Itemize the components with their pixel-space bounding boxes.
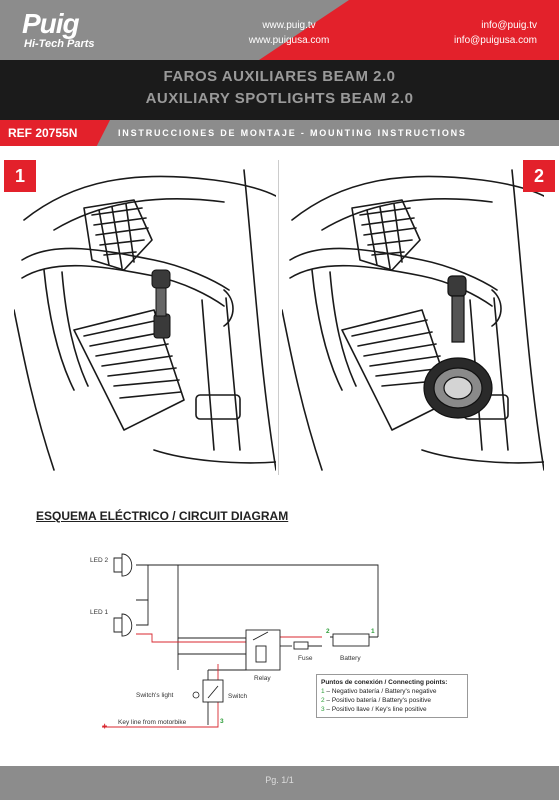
footer-band: Pg. 1/1 (0, 766, 559, 800)
legend-item: 2 – Positivo batería / Battery's positiv… (321, 697, 431, 704)
legend-item: 3 – Positivo llave / Key's line positive (321, 706, 427, 713)
legend-heading: Puntos de conexión / Connecting points: (321, 679, 448, 686)
led-2-label: LED 2 (90, 557, 108, 564)
email-link-2[interactable]: info@puigusa.com (454, 35, 537, 46)
circuit-diagram-title: ESQUEMA ELÉCTRICO / CIRCUIT DIAGRAM (36, 509, 289, 523)
switch-label: Switch (228, 693, 248, 700)
switch-light-icon (192, 691, 200, 699)
step-1-illustration (14, 169, 276, 471)
battery-icon (332, 633, 370, 647)
connecting-points-legend: Puntos de conexión / Connecting points: … (316, 674, 468, 718)
circuit-diagram: LED 2 LED 1 Relay Fuse Battery 2 1 Switc… (90, 553, 379, 731)
step-1-badge: 1 (4, 160, 36, 192)
email-link-1[interactable]: info@puig.tv (481, 20, 537, 31)
connector-1-label: 1 (371, 628, 375, 635)
led-1-label: LED 1 (90, 609, 108, 616)
connector-2-label: 2 (326, 628, 330, 635)
step-2-illustration (282, 169, 544, 471)
logo-tagline: Hi-Tech Parts (24, 38, 95, 50)
switch-light-label: Switch's light (136, 692, 174, 699)
fuse-label: Fuse (298, 655, 313, 662)
website-link-1[interactable]: www.puig.tv (262, 20, 316, 31)
battery-label: Battery (340, 655, 361, 662)
plus-sign: + (102, 721, 107, 731)
connector-3-label: 3 (220, 718, 224, 725)
email-links: info@puig.tv info@puigusa.com (454, 18, 537, 48)
fuse-icon (293, 641, 309, 650)
step-2-badge: 2 (523, 160, 555, 192)
page-number: Pg. 1/1 (265, 775, 294, 785)
puig-logo: Puig Hi-Tech Parts (22, 8, 95, 51)
website-links: www.puig.tv www.puigusa.com (244, 18, 334, 48)
header-band: Puig Hi-Tech Parts www.puig.tv www.puigu… (0, 0, 559, 60)
key-line-label: Key line from motorbike (118, 719, 187, 726)
website-link-2[interactable]: www.puigusa.com (248, 35, 330, 46)
title-band: FAROS AUXILIARES BEAM 2.0 AUXILIARY SPOT… (0, 60, 559, 120)
legend-item: 1 – Negativo batería / Battery's negativ… (321, 688, 437, 695)
switch-icon (202, 679, 224, 703)
reference-number: REF 20755N (0, 120, 110, 146)
title-spanish: FAROS AUXILIARES BEAM 2.0 (163, 68, 396, 85)
title-english: AUXILIARY SPOTLIGHTS BEAM 2.0 (145, 90, 414, 107)
relay-label: Relay (254, 675, 271, 682)
instructions-label: INSTRUCCIONES DE MONTAJE - MOUNTING INST… (118, 128, 467, 138)
illustration-divider (278, 160, 279, 475)
logo-brand: Puig (22, 8, 80, 39)
relay-box (245, 629, 281, 671)
